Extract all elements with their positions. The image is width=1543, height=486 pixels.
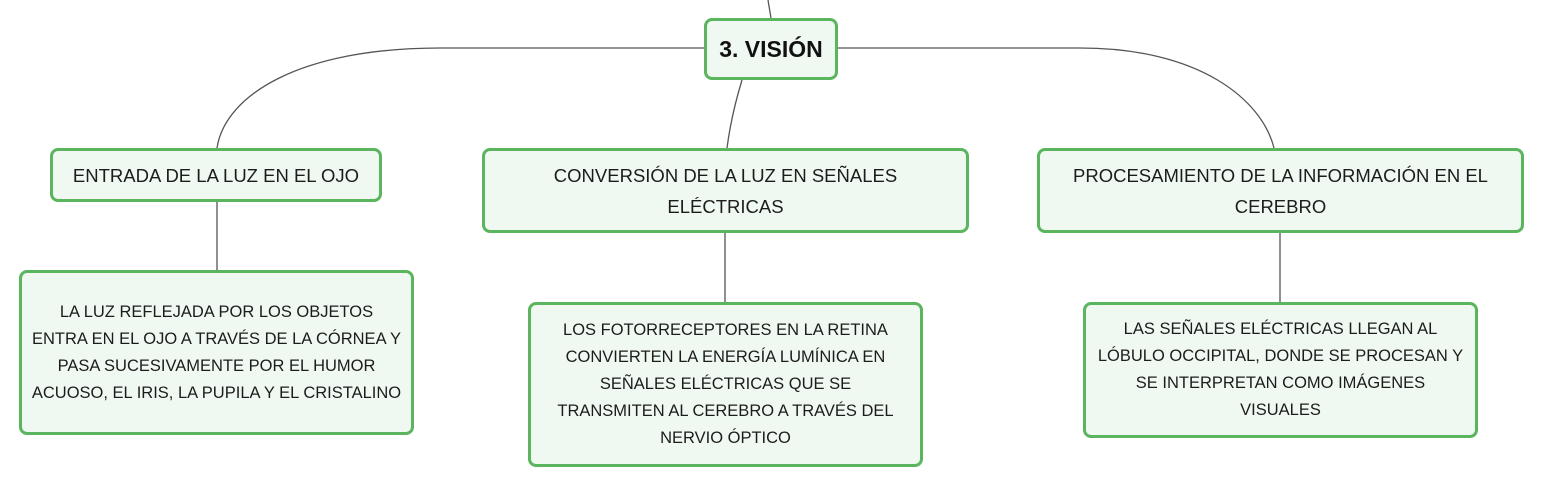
detail-topic-processing[interactable]: LAS SEÑALES ELÉCTRICAS LLEGAN AL LÓBULO … xyxy=(1083,302,1478,438)
branch-topic-conversion[interactable]: CONVERSIÓN DE LA LUZ EN SEÑALES ELÉCTRIC… xyxy=(482,148,969,233)
connector-root-to-branch-3 xyxy=(838,47,1275,149)
detail-topic-light-entry[interactable]: LA LUZ REFLEJADA POR LOS OBJETOS ENTRA E… xyxy=(19,270,414,435)
connector-root-to-branch-1 xyxy=(216,47,704,149)
connector-root-to-branch-2 xyxy=(726,79,743,149)
detail-topic-conversion[interactable]: LOS FOTORRECEPTORES EN LA RETINA CONVIER… xyxy=(528,302,923,467)
root-topic[interactable]: 3. VISIÓN xyxy=(704,18,838,80)
branch-topic-processing[interactable]: PROCESAMIENTO DE LA INFORMACIÓN EN EL CE… xyxy=(1037,148,1524,233)
branch-topic-light-entry[interactable]: ENTRADA DE LA LUZ EN EL OJO xyxy=(50,148,382,202)
connector-parent-to-root xyxy=(767,0,772,19)
